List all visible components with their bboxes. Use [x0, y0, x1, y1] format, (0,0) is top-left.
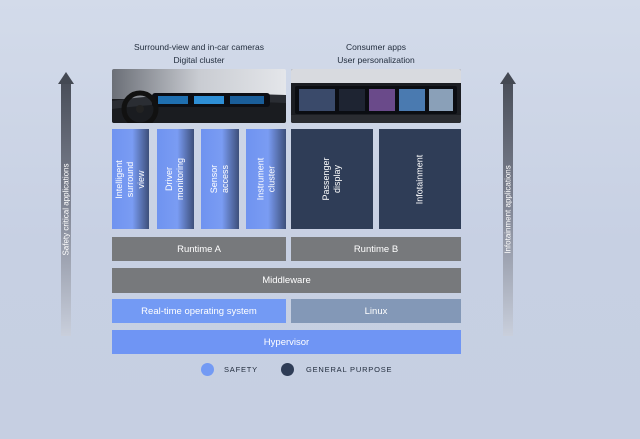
linux-label: Linux — [365, 306, 388, 317]
passenger-screen-illustration — [291, 69, 461, 123]
caption-cameras: Surround-view and in-car cameras — [112, 41, 286, 54]
right-arrow-label: Infotainment applications — [504, 150, 513, 270]
legend-general-purpose-swatch — [281, 363, 294, 376]
app-driver-monitoring: Driver monitoring — [157, 129, 194, 229]
runtime-a-layer: Runtime A — [112, 237, 286, 261]
legend-safety-label: SAFETY — [224, 365, 258, 374]
runtime-a-label: Runtime A — [177, 244, 221, 255]
hypervisor-layer: Hypervisor — [112, 330, 461, 354]
infotainment-label: Infotainment — [415, 138, 426, 220]
surround-view-label: Intelligent surround view — [114, 160, 147, 199]
right-arrow-head — [500, 72, 516, 84]
app-sensor-access: Sensor access — [201, 129, 239, 229]
right-screen-caption: Consumer apps User personalization — [291, 41, 461, 67]
app-passenger-display: Passenger display — [291, 129, 373, 229]
left-arrow-label: Safety critical applications — [62, 150, 71, 270]
caption-personalization: User personalization — [291, 54, 461, 67]
instrument-cluster-label: Instrument cluster — [255, 158, 277, 201]
runtime-b-layer: Runtime B — [291, 237, 461, 261]
rtos-label: Real-time operating system — [141, 306, 257, 317]
hypervisor-label: Hypervisor — [264, 337, 309, 348]
app-intelligent-surround-view: Intelligent surround view — [112, 129, 149, 229]
runtime-b-label: Runtime B — [354, 244, 398, 255]
legend-general-purpose-label: GENERAL PURPOSE — [306, 365, 392, 374]
rtos-layer: Real-time operating system — [112, 299, 286, 323]
dashboard-illustration — [112, 69, 286, 123]
dashboard-cluster-image — [112, 69, 286, 123]
passenger-display-image — [291, 69, 461, 123]
caption-consumer-apps: Consumer apps — [291, 41, 461, 54]
legend-safety-swatch — [201, 363, 214, 376]
caption-cluster: Digital cluster — [112, 54, 286, 67]
app-instrument-cluster: Instrument cluster — [246, 129, 286, 229]
driver-monitoring-label: Driver monitoring — [165, 158, 187, 200]
linux-layer: Linux — [291, 299, 461, 323]
middleware-layer: Middleware — [112, 268, 461, 293]
left-screen-caption: Surround-view and in-car cameras Digital… — [112, 41, 286, 67]
sensor-access-label: Sensor access — [209, 160, 231, 198]
passenger-display-label: Passenger display — [321, 138, 343, 220]
middleware-label: Middleware — [262, 275, 311, 286]
left-arrow-head — [58, 72, 74, 84]
app-infotainment: Infotainment — [379, 129, 461, 229]
